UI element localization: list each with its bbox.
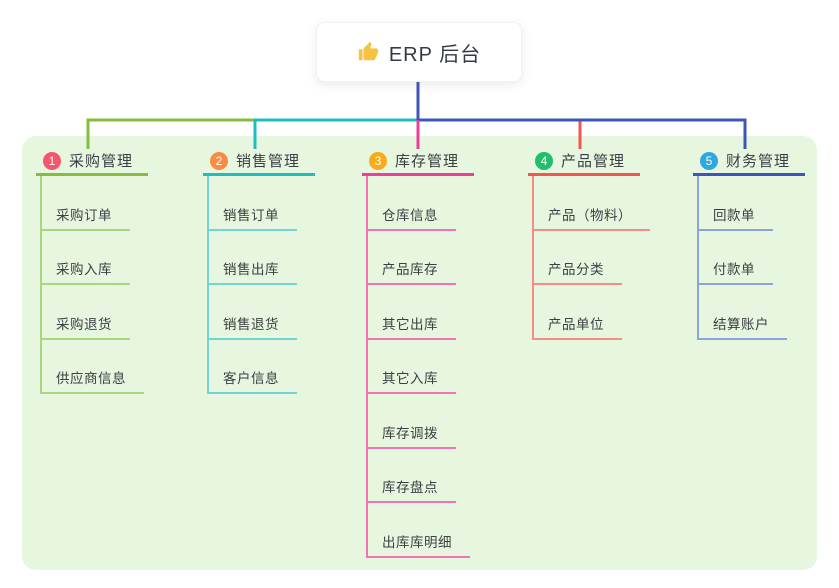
child-row: 采购订单 (42, 176, 148, 231)
child-row: 供应商信息 (42, 340, 148, 394)
branch-4-connector (418, 118, 582, 149)
branch-node-4: 4 产品管理产品（物料） 产品分类产品单位 (528, 148, 650, 340)
branch-node-3: 3 库存管理仓库信息产品库存其它出库其它入库库存调拨库存盘点出库库明细 (362, 148, 474, 558)
child-node[interactable]: 销售订单 (209, 204, 297, 231)
branch-index-badge: 1 (43, 151, 61, 170)
branch-index-badge: 2 (210, 151, 228, 170)
child-node[interactable]: 客户信息 (209, 367, 297, 394)
child-node[interactable]: 采购入库 (42, 258, 130, 285)
child-node[interactable]: 其它出库 (368, 313, 456, 340)
branch-children: 采购订单采购入库采购退货供应商信息 (40, 176, 148, 394)
branch-header-1[interactable]: 1 采购管理 (36, 148, 148, 176)
child-node[interactable]: 库存盘点 (368, 476, 456, 503)
child-row: 产品库存 (368, 231, 474, 285)
branch-label: 采购管理 (69, 153, 134, 170)
child-node[interactable]: 产品（物料） (534, 204, 650, 231)
child-node[interactable]: 产品库存 (368, 258, 456, 285)
branch-node-2: 2 销售管理销售订单销售出库销售退货客户信息 (203, 148, 315, 394)
thumbs-up-icon (358, 41, 378, 61)
child-node[interactable]: 仓库信息 (368, 204, 456, 231)
child-node[interactable]: 产品分类 (534, 258, 622, 285)
child-row: 仓库信息 (368, 176, 474, 231)
child-node[interactable]: 出库库明细 (368, 531, 470, 558)
child-row: 客户信息 (209, 340, 315, 394)
root-node-label: ERP 后台 (388, 43, 482, 66)
branch-label: 销售管理 (236, 153, 301, 170)
child-row: 产品（物料） (534, 176, 650, 231)
branch-node-5: 5 财务管理回款单付款单结算账户 (693, 148, 805, 340)
child-row: 采购入库 (42, 231, 148, 285)
child-row: 销售订单 (209, 176, 315, 231)
child-node[interactable]: 库存调拨 (368, 422, 456, 449)
child-node[interactable]: 付款单 (699, 258, 773, 285)
branch-index-badge: 3 (369, 151, 387, 170)
branch-index-badge: 5 (700, 151, 718, 170)
child-node[interactable]: 产品单位 (534, 313, 622, 340)
branch-children: 回款单付款单结算账户 (697, 176, 805, 340)
mindmap-canvas (22, 136, 817, 570)
branch-5-connector (418, 118, 747, 149)
branch-header-4[interactable]: 4 产品管理 (528, 148, 640, 176)
child-row: 付款单 (699, 231, 805, 285)
branch-header-3[interactable]: 3 库存管理 (362, 148, 474, 176)
branch-index-badge: 4 (535, 151, 553, 170)
root-node[interactable]: ERP 后台 (316, 22, 522, 82)
child-row: 库存调拨 (368, 394, 474, 449)
child-node[interactable]: 销售出库 (209, 258, 297, 285)
child-row: 库存盘点 (368, 449, 474, 503)
branch-label: 财务管理 (726, 153, 791, 170)
child-row: 销售退货 (209, 285, 315, 340)
child-row: 采购退货 (42, 285, 148, 340)
branch-header-5[interactable]: 5 财务管理 (693, 148, 805, 176)
branch-label: 库存管理 (395, 153, 460, 170)
child-row: 产品分类 (534, 231, 650, 285)
child-node[interactable]: 供应商信息 (42, 367, 144, 394)
child-node[interactable]: 回款单 (699, 204, 773, 231)
child-row: 其它出库 (368, 285, 474, 340)
child-row: 回款单 (699, 176, 805, 231)
child-node[interactable]: 其它入库 (368, 367, 456, 394)
branch-children: 销售订单销售出库销售退货客户信息 (207, 176, 315, 394)
branch-node-1: 1 采购管理采购订单采购入库采购退货供应商信息 (36, 148, 148, 394)
child-node[interactable]: 采购订单 (42, 204, 130, 231)
branch-children: 产品（物料） 产品分类产品单位 (532, 176, 650, 340)
branch-1-connector (86, 118, 418, 149)
child-row: 出库库明细 (368, 503, 474, 558)
branch-header-2[interactable]: 2 销售管理 (203, 148, 315, 176)
branch-2-connector (253, 118, 418, 149)
branch-label: 产品管理 (561, 153, 626, 170)
child-row: 产品单位 (534, 285, 650, 340)
branch-children: 仓库信息产品库存其它出库其它入库库存调拨库存盘点出库库明细 (366, 176, 474, 558)
child-row: 其它入库 (368, 340, 474, 394)
child-node[interactable]: 采购退货 (42, 313, 130, 340)
child-node[interactable]: 销售退货 (209, 313, 297, 340)
child-node[interactable]: 结算账户 (699, 313, 787, 340)
child-row: 结算账户 (699, 285, 805, 340)
child-row: 销售出库 (209, 231, 315, 285)
